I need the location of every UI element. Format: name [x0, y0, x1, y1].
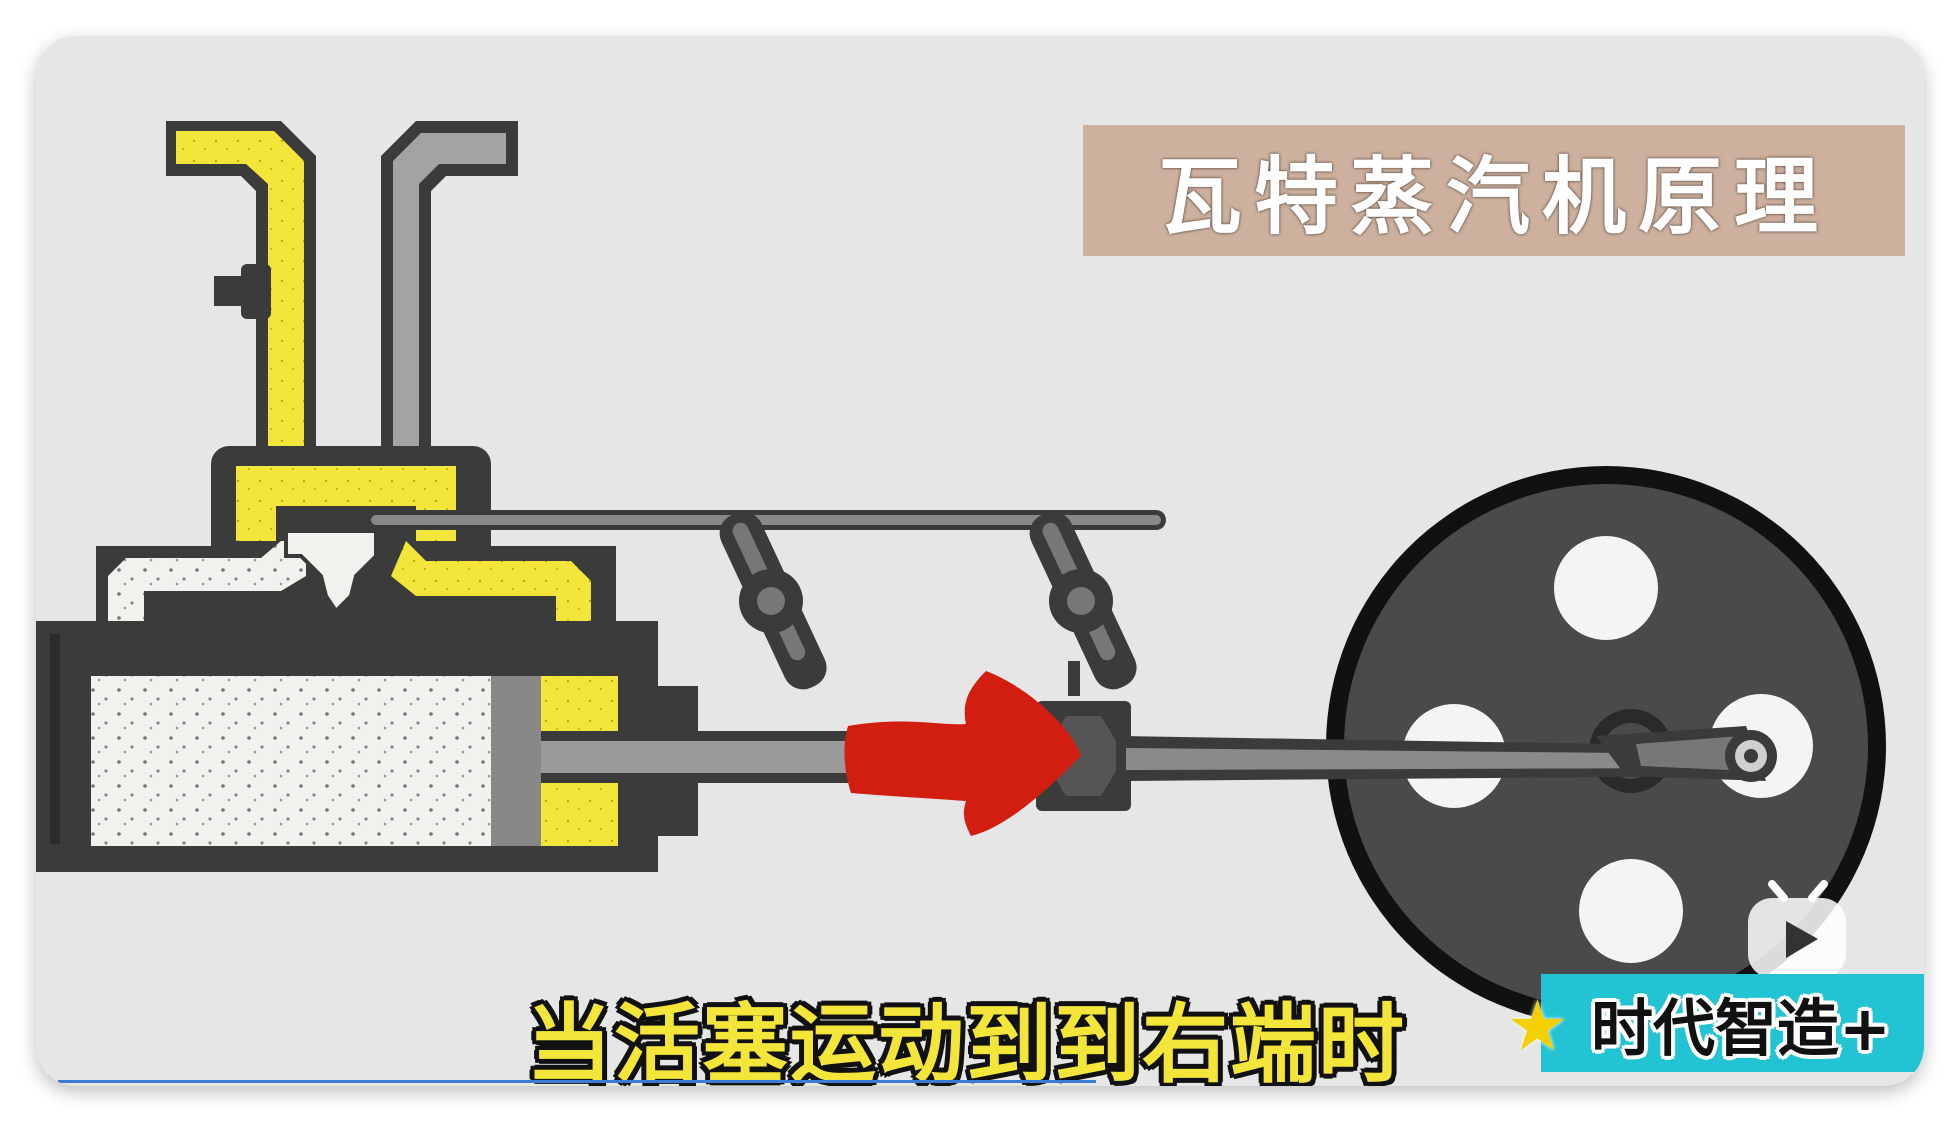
page-title: 瓦特蒸汽机原理 — [1157, 148, 1830, 246]
title-banner: 瓦特蒸汽机原理 — [1083, 125, 1905, 256]
direction-arrow-icon — [844, 671, 1081, 836]
star-icon: ★ — [1506, 985, 1569, 1067]
cylinder — [36, 621, 698, 872]
brand-name: 时代智造+ — [1591, 992, 1891, 1065]
subtitle-caption: 当活塞运动到到右端时 — [526, 995, 1406, 1086]
brand-badge[interactable]: 时代智造+ — [1541, 974, 1924, 1072]
video-frame: 瓦特蒸汽机原理 当活塞运动到到右端时 时代智造+ ★ — [36, 36, 1924, 1086]
linkage-bar — [366, 510, 1166, 690]
steam-inlet-pipe — [166, 121, 316, 456]
connecting-rod — [1121, 726, 1777, 782]
play-icon[interactable] — [1742, 876, 1852, 986]
steam-engine-diagram — [36, 121, 1886, 1026]
exhaust-pipe — [381, 121, 518, 446]
video-progress-bar[interactable] — [58, 1080, 1096, 1083]
